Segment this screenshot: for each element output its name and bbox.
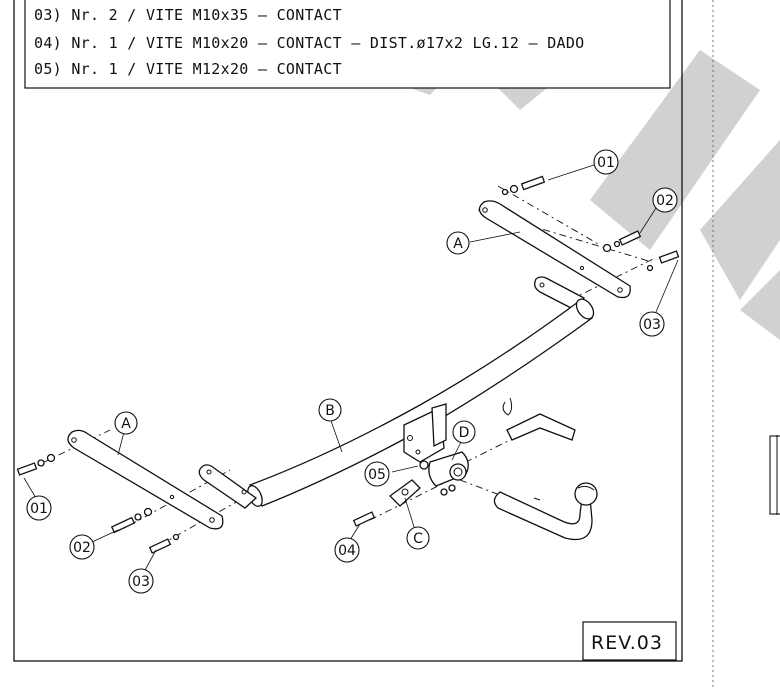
svg-text:01: 01 (597, 155, 615, 171)
svg-text:D: D (459, 425, 470, 441)
callout-b: B (318, 398, 342, 422)
revision-box: REV.03 (582, 621, 677, 661)
locking-pin-handle (502, 397, 576, 441)
svg-text:02: 02 (656, 193, 674, 209)
callout-a-left: A (114, 411, 138, 435)
svg-text:04: 04 (338, 543, 356, 559)
svg-text:C: C (413, 531, 423, 547)
callout-a-right: A (446, 231, 470, 255)
svg-text:A: A (121, 416, 131, 432)
callout-03-right: 03 (639, 311, 665, 337)
callout-d: D (452, 420, 476, 444)
svg-text:B: B (325, 403, 335, 419)
drawing-frame (13, 0, 683, 662)
left-mount-bracket (198, 464, 258, 509)
svg-text:01: 01 (30, 501, 48, 517)
callout-01-right: 01 (593, 149, 619, 175)
svg-text:03: 03 (643, 317, 661, 333)
assembly-axes (27, 185, 656, 546)
revision-label: REV.03 (591, 632, 663, 654)
parts-list: 03) Nr. 2 / VITE M10x35 – CONTACT 04) Nr… (24, 0, 671, 89)
parts-list-line-05: 05) Nr. 1 / VITE M12x20 – CONTACT (34, 60, 342, 78)
fasteners (16, 175, 680, 554)
callout-02-right: 02 (652, 187, 678, 213)
centre-bracket (403, 403, 447, 463)
leader-lines (23, 164, 679, 573)
right-side-plate-a (478, 200, 631, 299)
callout-04: 04 (334, 537, 360, 563)
callout-05: 05 (364, 461, 390, 487)
svg-text:A: A (453, 236, 463, 252)
callout-c: C (406, 526, 430, 550)
parts-list-box (24, 0, 671, 89)
callout-03-left: 03 (128, 568, 154, 594)
parts-list-line-03: 03) Nr. 2 / VITE M10x35 – CONTACT (34, 6, 342, 24)
svg-text:02: 02 (73, 540, 91, 556)
edge-box-fragment (769, 435, 780, 515)
callouts: 01 02 03 A B D 05 C (26, 149, 678, 594)
svg-text:05: 05 (368, 467, 386, 483)
callout-02-left: 02 (69, 534, 95, 560)
coupling-block-d (428, 451, 469, 487)
parts-list-line-04: 04) Nr. 1 / VITE M10x20 – CONTACT – DIST… (34, 34, 585, 52)
left-side-plate-a (67, 429, 224, 530)
svg-text:03: 03 (132, 574, 150, 590)
callout-01-left: 01 (26, 495, 52, 521)
tow-ball (493, 482, 598, 541)
plate-c (389, 479, 421, 507)
crossbar-b (247, 298, 595, 507)
